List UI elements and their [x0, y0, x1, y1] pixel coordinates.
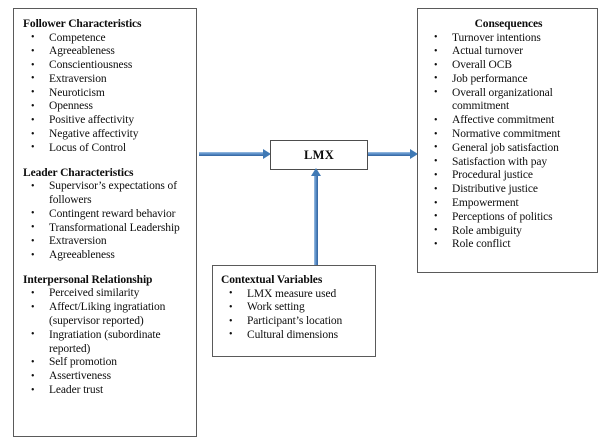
follower-characteristics-heading: Follower Characteristics	[23, 18, 142, 30]
group-leader-characteristics: Leader Characteristics Supervisor’s expe…	[23, 167, 188, 263]
consequences-box: Consequences Turnover intentions Actual …	[417, 8, 598, 273]
arrow-shaft	[368, 152, 411, 156]
list-item: Distributive justice	[426, 183, 591, 197]
list-item: General job satisfaction	[426, 141, 591, 156]
list-item: Neuroticism	[23, 86, 188, 101]
list-item: Overall organizational commitment	[426, 86, 591, 115]
arrow-shaft	[199, 152, 264, 156]
arrow-head-icon	[311, 168, 321, 176]
list-item: Competence	[23, 31, 188, 46]
contextual-variables-box: Contextual Variables LMX measure used Wo…	[212, 265, 376, 357]
interpersonal-relationship-list: Perceived similarity Affect/Liking ingra…	[23, 287, 188, 397]
list-item: Extraversion	[23, 235, 188, 249]
list-item: Actual turnover	[426, 45, 591, 59]
list-item: Contingent reward behavior	[23, 207, 188, 222]
list-item: Negative affectivity	[23, 128, 188, 142]
list-item: Assertiveness	[23, 370, 188, 384]
list-item: Agreeableness	[23, 45, 188, 59]
list-item: Satisfaction with pay	[426, 155, 591, 170]
arrow-head-icon	[410, 149, 418, 159]
list-item: Affective commitment	[426, 114, 591, 128]
list-item: Normative commitment	[426, 128, 591, 142]
list-item: Agreeableness	[23, 249, 188, 263]
lmx-box: LMX	[270, 140, 368, 170]
list-item: LMX measure used	[221, 287, 369, 302]
list-item: Locus of Control	[23, 141, 188, 156]
list-item: Role conflict	[426, 238, 591, 252]
list-item: Supervisor’s expectations of followers	[23, 180, 188, 208]
arrow-lmx-to-consequences	[368, 149, 418, 159]
antecedents-box: Follower Characteristics Competence Agre…	[13, 8, 197, 437]
arrow-antecedents-to-lmx	[199, 149, 271, 159]
list-item: Job performance	[426, 72, 591, 87]
consequences-list: Turnover intentions Actual turnover Over…	[426, 31, 591, 253]
list-item: Cultural dimensions	[221, 328, 369, 343]
list-item: Participant’s location	[221, 315, 369, 329]
contextual-variables-list: LMX measure used Work setting Participan…	[221, 287, 369, 343]
arrow-shaft	[314, 174, 318, 268]
leader-characteristics-list: Supervisor’s expectations of followers C…	[23, 180, 188, 263]
interpersonal-relationship-heading: Interpersonal Relationship	[23, 273, 153, 286]
follower-characteristics-list: Competence Agreeableness Conscientiousne…	[23, 31, 188, 156]
list-item: Self promotion	[23, 356, 188, 370]
list-item: Transformational Leadership	[23, 221, 188, 236]
list-item: Role ambiguity	[426, 224, 591, 239]
list-item: Perceptions of politics	[426, 210, 591, 225]
list-item: Overall OCB	[426, 59, 591, 73]
list-item: Work setting	[221, 301, 369, 315]
list-item: Empowerment	[426, 197, 591, 211]
list-item: Procedural justice	[426, 169, 591, 183]
lmx-label: LMX	[303, 147, 335, 162]
group-follower-characteristics: Follower Characteristics Competence Agre…	[23, 18, 188, 156]
list-item: Perceived similarity	[23, 287, 188, 301]
list-item: Openness	[23, 100, 188, 114]
leader-characteristics-heading: Leader Characteristics	[23, 166, 134, 179]
list-item: Leader trust	[23, 384, 188, 398]
list-item: Positive affectivity	[23, 114, 188, 128]
list-item: Turnover intentions	[426, 31, 591, 46]
list-item: Extraversion	[23, 72, 188, 87]
group-interpersonal-relationship: Interpersonal Relationship Perceived sim…	[23, 274, 188, 398]
list-item: Conscientiousness	[23, 59, 188, 73]
consequences-heading: Consequences	[474, 18, 543, 30]
list-item: Affect/Liking ingratiation (supervisor r…	[23, 301, 188, 329]
contextual-variables-heading: Contextual Variables	[221, 274, 323, 286]
arrow-contextual-to-lmx	[311, 168, 321, 268]
list-item: Ingratiation (subordinate reported)	[23, 328, 188, 357]
arrow-head-icon	[263, 149, 271, 159]
